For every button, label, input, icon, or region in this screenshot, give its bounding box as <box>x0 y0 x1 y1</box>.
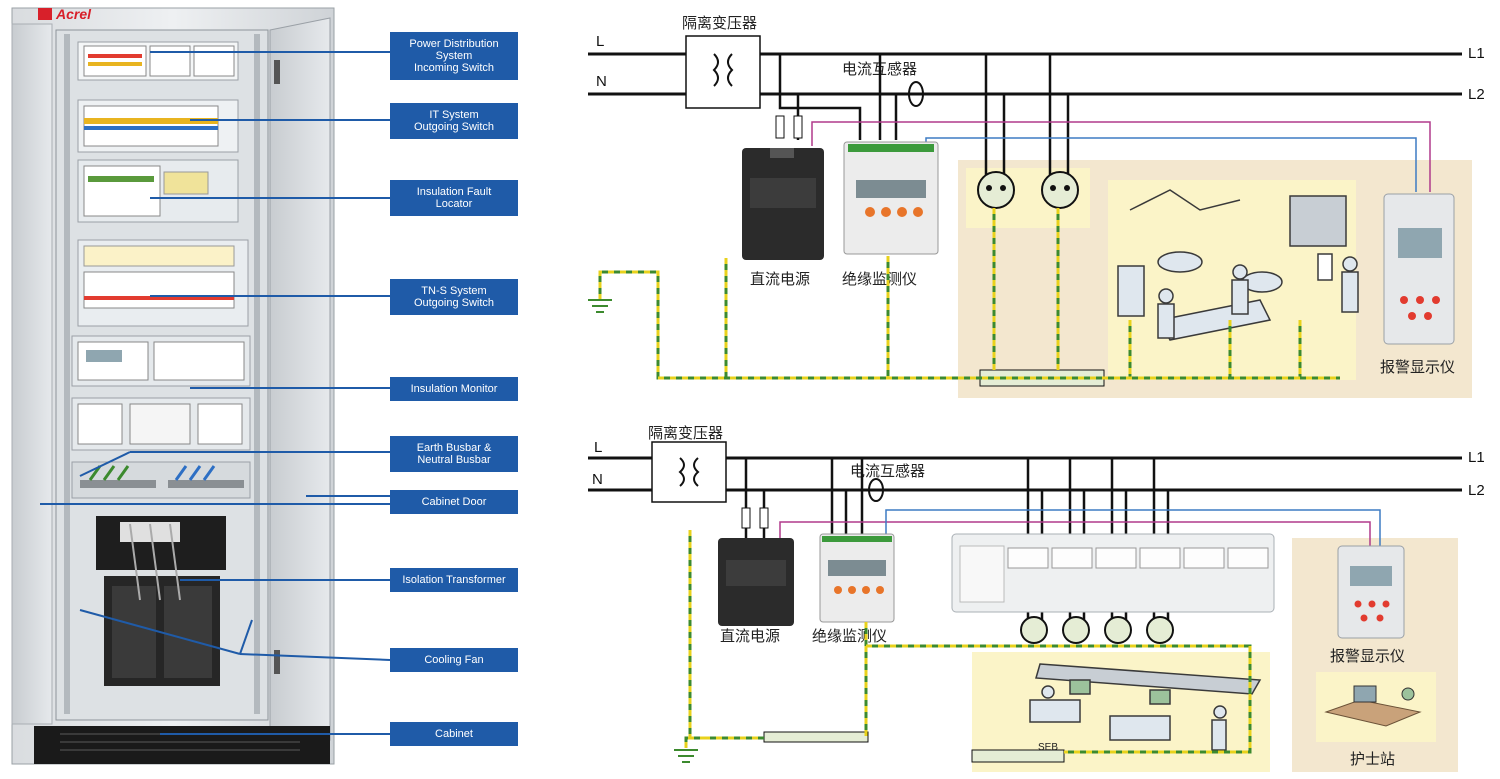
callout-insulation-fault-locator-text: Insulation Fault Locator <box>416 186 492 210</box>
top-line-n: N <box>596 73 607 90</box>
bottom-dc-power <box>718 538 794 626</box>
bottom-ct-label: 电流互感器 <box>850 462 925 480</box>
door-latch-top <box>274 60 280 84</box>
top-insulation-monitor-label: 绝缘监测仪 <box>842 270 917 288</box>
isolation-transformer <box>96 516 226 686</box>
bottom-transformer-coil-right <box>693 457 700 487</box>
bottom-transformer-label: 隔离变压器 <box>648 424 723 442</box>
top-ground-wires <box>598 208 1340 380</box>
rail-right <box>254 34 260 714</box>
callout-isolation-transformer: Isolation Transformer <box>390 568 518 592</box>
bottom-fuse-2 <box>759 507 769 529</box>
top-alarm-display-label: 报警显示仪 <box>1380 358 1455 376</box>
door-latch-bottom <box>274 650 280 674</box>
bottom-fuse-1 <box>741 507 751 529</box>
callout-isolation-transformer-text: Isolation Transformer <box>402 574 506 586</box>
bottom-nurse-station <box>1316 672 1436 742</box>
bottom-earth-symbol <box>674 749 698 763</box>
insulation-monitor-row <box>71 335 251 387</box>
bottom-ground-busbar-seb <box>971 749 1065 763</box>
top-line-l: L <box>596 33 604 50</box>
callout-tns-outgoing-switch-text: TN-S System Outgoing Switch <box>413 285 495 309</box>
callout-leaders <box>40 51 391 735</box>
fault-locator-row <box>77 159 239 223</box>
top-insulation-monitor <box>843 141 939 255</box>
bottom-alarm-display <box>1337 545 1405 639</box>
cabinet-right-door <box>269 17 331 741</box>
callout-tns-outgoing-switch: TN-S System Outgoing Switch <box>390 279 518 315</box>
bottom-signal-pink <box>779 521 1371 546</box>
bottom-insulation-monitor-label: 绝缘监测仪 <box>812 627 887 645</box>
bottom-transformer-coil-left <box>678 457 685 487</box>
bottom-nurse-station-label: 护士站 <box>1350 750 1395 768</box>
callout-it-outgoing-switch: IT System Outgoing Switch <box>390 103 518 139</box>
callout-cabinet-door-text: Cabinet Door <box>421 496 487 508</box>
callout-it-outgoing-switch-text: IT System Outgoing Switch <box>413 109 495 133</box>
rail-left <box>64 34 70 714</box>
callout-cooling-fan-text: Cooling Fan <box>424 654 484 666</box>
top-alarm-display <box>1383 193 1455 345</box>
brand-text: Acrel <box>55 6 92 22</box>
bottom-ward-scene <box>1029 663 1262 751</box>
bottom-line-l2: L2 <box>1468 482 1485 499</box>
callout-earth-neutral-busbar-text: Earth Busbar & Neutral Busbar <box>416 442 492 466</box>
incoming-switch-row <box>77 41 239 81</box>
callout-insulation-fault-locator: Insulation Fault Locator <box>390 180 518 216</box>
top-line-l1: L1 <box>1468 45 1485 62</box>
callout-cabinet: Cabinet <box>390 722 518 746</box>
bottom-line-l: L <box>594 439 602 456</box>
top-socket-1 <box>977 171 1015 209</box>
tns-outgoing-row <box>77 239 249 327</box>
top-transformer-box <box>685 35 761 109</box>
top-fuse-1 <box>775 115 785 139</box>
top-current-transformer <box>908 81 924 107</box>
bottom-seb-label: SEB <box>1038 742 1058 753</box>
top-line-l2: L2 <box>1468 86 1485 103</box>
bottom-main-lines <box>588 456 1462 492</box>
top-signal-pink <box>811 121 1431 192</box>
top-earth-symbol <box>588 299 612 313</box>
bottom-transformer-box <box>651 441 727 503</box>
callout-cooling-fan: Cooling Fan <box>390 648 518 672</box>
callout-insulation-monitor-text: Insulation Monitor <box>410 383 498 395</box>
callout-incoming-switch-text: Power Distribution System Incoming Switc… <box>409 38 499 74</box>
cabinet-base <box>34 726 330 764</box>
top-transformer-label: 隔离变压器 <box>682 14 757 32</box>
top-operating-room-scene <box>1117 189 1359 341</box>
callout-cabinet-text: Cabinet <box>435 728 473 740</box>
bottom-dc-power-label: 直流电源 <box>720 627 780 645</box>
bottom-line-n: N <box>592 471 603 488</box>
top-diagram: L N L1 L2 隔离变压器 电流互感器 <box>588 14 1485 398</box>
callout-earth-neutral-busbar: Earth Busbar & Neutral Busbar <box>390 436 518 472</box>
bottom-signal-blue <box>885 509 1381 546</box>
top-socket-2 <box>1041 171 1079 209</box>
it-outgoing-row <box>77 99 239 153</box>
top-fuse-2 <box>793 115 803 139</box>
bottom-line-l1: L1 <box>1468 449 1485 466</box>
callout-incoming-switch: Power Distribution System Incoming Switc… <box>390 32 518 80</box>
modules-row <box>71 397 251 451</box>
top-main-lines <box>588 52 1462 96</box>
brand-logo: Acrel <box>38 6 92 22</box>
bottom-sockets <box>1020 616 1174 644</box>
callout-insulation-monitor: Insulation Monitor <box>390 377 518 401</box>
cabinet-left-door <box>11 23 53 725</box>
callout-cabinet-door: Cabinet Door <box>390 490 518 514</box>
bottom-insulation-monitor <box>819 533 895 623</box>
bottom-diagram: L N L1 L2 隔离变压器 电流互感器 <box>588 424 1485 772</box>
top-dc-power-label: 直流电源 <box>750 270 810 288</box>
top-dc-power <box>742 148 824 260</box>
bottom-ground-busbar <box>763 731 869 743</box>
bottom-ground-wires <box>684 530 1252 754</box>
bottom-alarm-display-label: 报警显示仪 <box>1330 647 1405 665</box>
top-transformer-coil-left <box>712 53 719 87</box>
bottom-current-transformer <box>868 478 884 502</box>
bottom-fault-locator-bank <box>951 533 1275 613</box>
top-transformer-coil-right <box>727 53 734 87</box>
busbar-area <box>71 461 251 499</box>
